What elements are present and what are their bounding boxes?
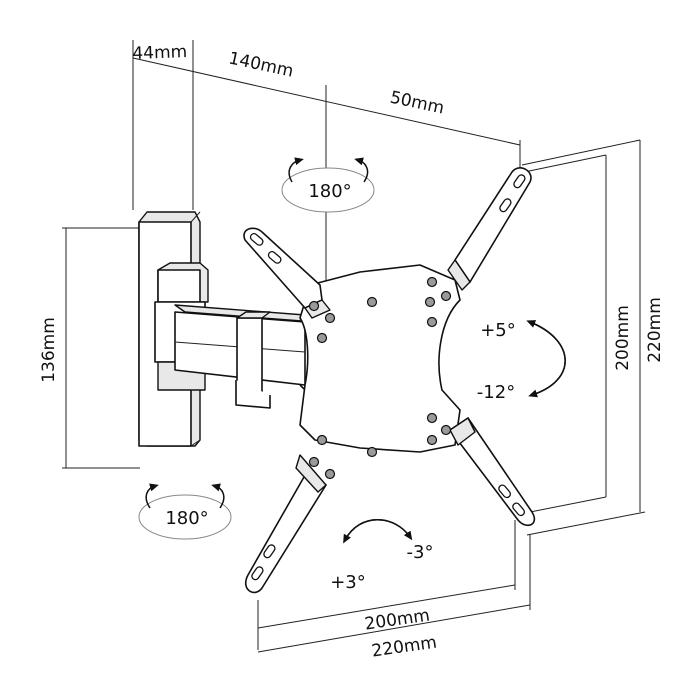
wall-plate-height-label: 136mm [39, 317, 59, 383]
rotate-cw-angle: -3° [407, 542, 434, 563]
arm-length-label: 140mm [227, 49, 295, 82]
vesa-bracket [243, 167, 536, 594]
swivel-top-angle: 180° [308, 181, 351, 202]
vesa-vertical-inner-label: 200mm [613, 305, 633, 371]
swivel-bottom-indicator [138, 483, 232, 540]
depth-min-label: 44mm [132, 42, 187, 64]
rotate-ccw-angle: +3° [330, 572, 366, 593]
vesa-horizontal-outer-label: 220mm [370, 633, 438, 662]
swivel-bottom-angle: 180° [165, 508, 208, 529]
offset-label: 50mm [388, 88, 446, 119]
swivel-top-indicator [281, 157, 375, 213]
vesa-horizontal-inner-label: 200mm [363, 606, 431, 635]
tilt-down-angle: -12° [477, 382, 515, 403]
tilt-indicator [526, 320, 566, 398]
rotation-indicator [343, 519, 413, 544]
vesa-vertical-outer-label: 220mm [645, 297, 665, 363]
tilt-up-angle: +5° [480, 320, 516, 341]
